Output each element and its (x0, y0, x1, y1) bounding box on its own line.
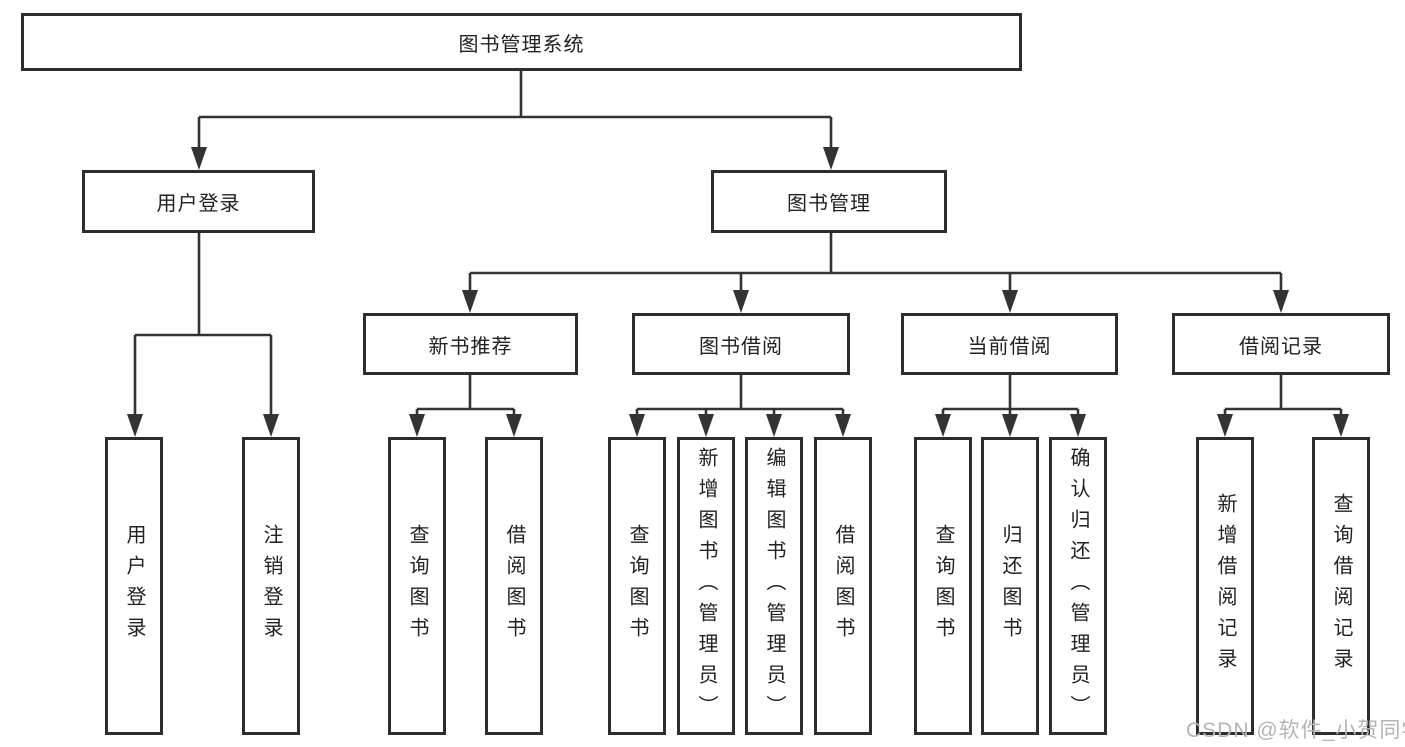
node-system-root: 图书管理系统 (21, 13, 1022, 71)
leaf-query-books-borrowing: 查询图书 (608, 437, 666, 735)
leaf-add-book-admin-label: 新增图书（管理员） (695, 446, 717, 726)
leaf-query-books-recommend-label: 查询图书 (406, 524, 428, 648)
csdn-watermark: CSDN @软件_小贺同学 (1186, 719, 1405, 742)
leaf-add-book-admin: 新增图书（管理员） (677, 437, 735, 735)
node-book-borrowing: 图书借阅 (632, 313, 850, 375)
leaf-query-books-current-label: 查询图书 (932, 524, 954, 648)
node-current-borrowing: 当前借阅 (901, 313, 1118, 375)
leaf-query-books-current: 查询图书 (914, 437, 972, 735)
leaf-borrow-books-label: 借阅图书 (832, 524, 854, 648)
leaf-borrow-books-recommend-label: 借阅图书 (503, 524, 525, 648)
leaf-edit-book-admin-label: 编辑图书（管理员） (763, 446, 785, 726)
leaf-add-borrow-record-label: 新增借阅记录 (1214, 493, 1236, 679)
leaf-user-login-label: 用户登录 (123, 524, 145, 648)
leaf-borrow-books: 借阅图书 (814, 437, 872, 735)
leaf-borrow-books-recommend: 借阅图书 (485, 437, 543, 735)
leaf-edit-book-admin: 编辑图书（管理员） (745, 437, 803, 735)
leaf-query-borrow-record: 查询借阅记录 (1312, 437, 1370, 735)
leaf-confirm-return-admin-label: 确认归还（管理员） (1067, 446, 1089, 726)
leaf-logout-label: 注销登录 (260, 524, 282, 648)
node-borrowing-records-label: 借阅记录 (1239, 335, 1323, 358)
node-current-borrowing-label: 当前借阅 (967, 335, 1052, 358)
tree-edges (133, 71, 1343, 433)
leaf-query-books-borrowing-label: 查询图书 (626, 524, 648, 648)
node-book-management: 图书管理 (711, 170, 947, 233)
node-system-root-label: 图书管理系统 (458, 33, 585, 56)
leaf-query-books-recommend: 查询图书 (388, 437, 446, 735)
leaf-logout: 注销登录 (242, 437, 300, 735)
node-new-book-recommend: 新书推荐 (363, 313, 578, 375)
leaf-return-books-label: 归还图书 (999, 524, 1021, 648)
leaf-add-borrow-record: 新增借阅记录 (1196, 437, 1254, 735)
node-user-login: 用户登录 (82, 170, 315, 233)
leaf-query-borrow-record-label: 查询借阅记录 (1330, 493, 1352, 679)
leaf-user-login: 用户登录 (105, 437, 163, 735)
leaf-confirm-return-admin: 确认归还（管理员） (1049, 437, 1107, 735)
node-user-login-label: 用户登录 (156, 193, 241, 215)
node-new-book-recommend-label: 新书推荐 (428, 335, 513, 358)
node-book-borrowing-label: 图书借阅 (699, 335, 783, 358)
node-borrowing-records: 借阅记录 (1172, 313, 1390, 375)
leaf-return-books: 归还图书 (981, 437, 1039, 735)
node-book-management-label: 图书管理 (787, 193, 871, 215)
